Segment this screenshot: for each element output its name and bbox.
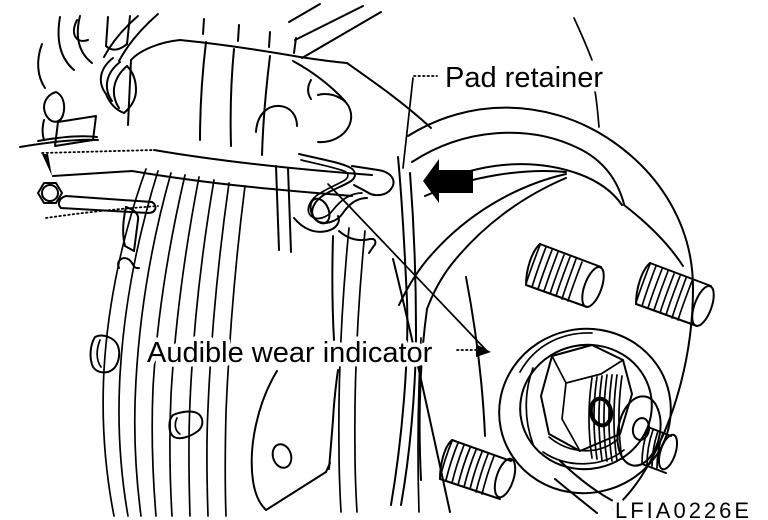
axle-threads (588, 374, 623, 462)
wear-indicator-arrowhead-icon (476, 344, 491, 357)
splash-shield-drawing (89, 168, 422, 517)
cotter-pin-hole (588, 396, 614, 428)
wheel-stud (439, 439, 517, 500)
hub-outer-ring (498, 327, 672, 495)
knuckle-axle-boot-drawing (19, 13, 159, 148)
axle-end-hole (631, 417, 651, 441)
guide-pin-hex-bolt (37, 182, 63, 204)
annotations: Pad retainer Audible wear indicator LFIA… (143, 17, 754, 520)
figure-code-label: LFIA0226E (615, 498, 752, 520)
wear-indicator-tab-hole (309, 197, 331, 225)
pad-retainer-arrow-icon (423, 159, 473, 203)
pad-bracket-oval-hole (271, 443, 293, 469)
wheel-hub-drawing (439, 243, 715, 500)
cv-boot-rib (112, 65, 128, 109)
wheel-stud (641, 426, 679, 474)
audible-wear-indicator-label: Audible wear indicator (147, 337, 433, 369)
axle-end-cap (616, 395, 662, 467)
pad-retainer-label: Pad retainer (445, 62, 603, 94)
guide-pin-hex-bolt-socket (41, 184, 59, 202)
wear-indicator-leader-line (327, 183, 488, 352)
wheel-stud (525, 243, 605, 308)
knuckle-oval-hole (43, 91, 66, 123)
caliper-drawing (127, 3, 432, 156)
pad-retainer-clip-drawing (275, 153, 417, 506)
wheel-stud (635, 262, 715, 327)
pad-retainer-leader-line (402, 77, 414, 169)
shield-bent-tab (168, 410, 204, 440)
shield-bent-tab (89, 334, 121, 374)
hub-inner-ring (519, 343, 653, 471)
cv-boot-rib (99, 57, 114, 95)
cv-boot-rib (105, 61, 121, 102)
